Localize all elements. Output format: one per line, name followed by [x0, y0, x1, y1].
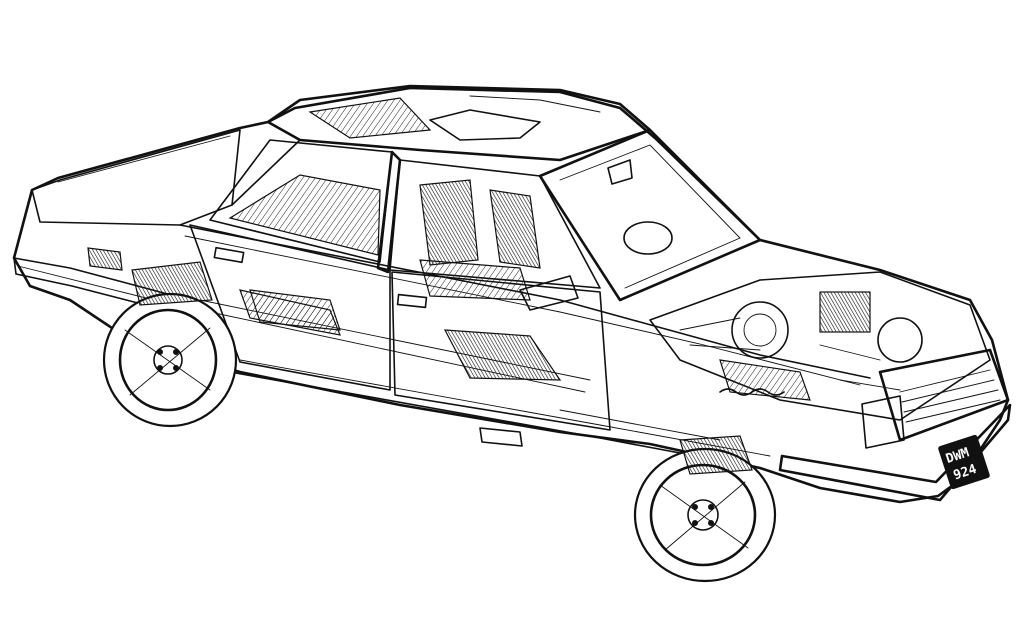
rear-wheel-hub	[153, 345, 183, 375]
number-plate: DWM 924	[938, 434, 990, 490]
door-mirror	[519, 275, 579, 311]
front-disc-brake	[679, 435, 753, 475]
air-filter	[731, 301, 789, 359]
roof-and-glasshouse	[209, 84, 762, 302]
plate-line-1: DWM	[944, 445, 971, 467]
sunroof-glass	[308, 97, 432, 139]
front-door	[391, 271, 611, 431]
front-wheel	[633, 435, 777, 583]
rear-view-mirror	[607, 159, 633, 185]
front-bumper	[778, 403, 1012, 502]
battery	[819, 291, 871, 333]
front-end: DWM 924	[778, 348, 1012, 502]
rear-door	[189, 224, 391, 391]
plate-line-2: 924	[952, 462, 979, 484]
rear-brake-drum	[131, 261, 213, 306]
engine-bay	[649, 271, 991, 421]
door-cutaway-seat	[443, 329, 562, 381]
headlight	[861, 395, 905, 449]
rear-door-handle	[213, 246, 245, 264]
radiator-fan	[877, 317, 923, 363]
front-door-handle	[396, 293, 428, 309]
front-wheel-hub	[687, 499, 719, 531]
tail-light	[87, 247, 123, 271]
steering-wheel	[623, 221, 673, 255]
exhaust-section	[479, 427, 523, 447]
rear-wheel	[102, 261, 238, 428]
grille	[899, 369, 1001, 423]
windscreen-frame	[538, 128, 762, 302]
rear-seat-interior	[228, 174, 381, 256]
doors	[189, 224, 611, 431]
front-spring	[719, 388, 785, 396]
engine-block	[719, 359, 811, 401]
chassis-floor	[199, 289, 721, 447]
front-seat-back	[419, 179, 479, 266]
